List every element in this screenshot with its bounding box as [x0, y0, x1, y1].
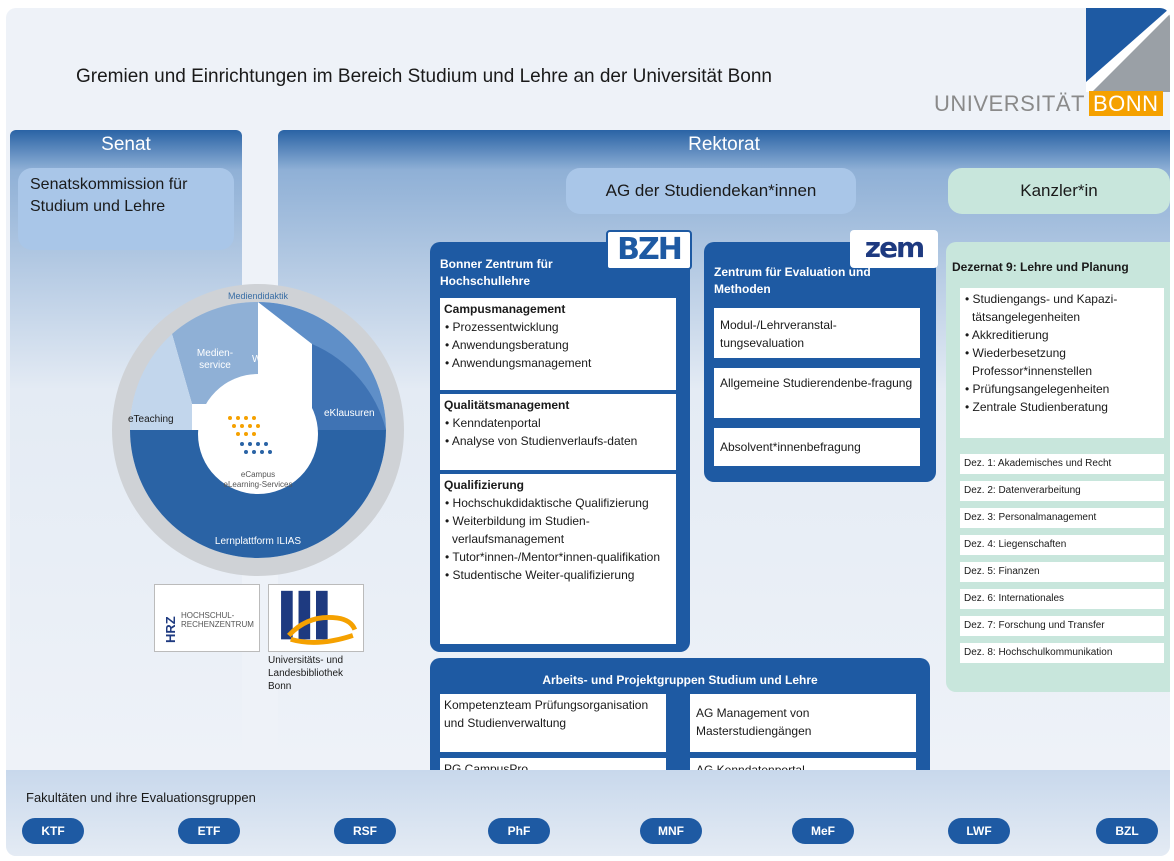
page-title: Gremien und Einrichtungen im Bereich Stu… — [76, 66, 772, 87]
faculty-pill-bzl: BZL — [1096, 818, 1158, 844]
dezernat-item: Dez. 7: Forschung und Transfer — [960, 616, 1164, 636]
ulb-label: Universitäts- und Landesbibliothek Bonn — [268, 655, 344, 692]
zem-item-modulevaluation: Modul-/Lehrveranstal-tungsevaluation — [714, 308, 920, 358]
dezernat-item: Dez. 1: Akademisches und Recht — [960, 454, 1164, 474]
ulb-logo — [268, 584, 364, 652]
dezernate-list: Dez. 1: Akademisches und Recht Dez. 2: D… — [960, 454, 1164, 663]
zem-title: Zentrum für Evaluation und Methoden — [714, 265, 871, 296]
faculty-pill-mnf: MNF — [640, 818, 702, 844]
dezernat-item: Dez. 3: Personalmanagement — [960, 508, 1164, 528]
faculty-pill-etf: ETF — [178, 818, 240, 844]
mediendidaktik-label: Mediendidaktik — [227, 291, 289, 301]
hrz-logo: HRZ HOCHSCHUL- RECHENZENTRUM — [154, 584, 260, 652]
segment-medienservice: Medien-service — [196, 348, 234, 371]
kanzler-box: Kanzler*in — [948, 168, 1170, 214]
segment-eklausuren: eKlausuren — [324, 408, 375, 419]
ag-item-kompetenzteam: Kompetenzteam Prüfungsorganisation und S… — [440, 694, 666, 752]
dezernat-item: Dez. 6: Internationales — [960, 589, 1164, 609]
faculty-pill-lwf: LWF — [948, 818, 1010, 844]
zem-item-studierendenbefragung: Allgemeine Studierendenbe-fragung — [714, 368, 920, 418]
university-logo-mark — [1086, 8, 1170, 92]
ecampus-dots-icon — [228, 416, 272, 454]
ilias-label: Lernplattform ILIAS — [214, 536, 302, 547]
senat-header: Senat — [101, 134, 151, 155]
faculty-pill-rsf: RSF — [334, 818, 396, 844]
bzh-section-campusmanagement: Campusmanagement • Prozessentwicklung • … — [440, 298, 676, 390]
dezernat-item: Dez. 2: Datenverarbeitung — [960, 481, 1164, 501]
bzh-title: Bonner Zentrum für Hochschullehre — [440, 257, 553, 288]
dezernat9-items: • Studiengangs- und Kapazi-tätsangelegen… — [960, 288, 1164, 438]
ecampus-center-label: eCampus eLearning-Services — [223, 470, 293, 489]
faculty-pill-ktf: KTF — [22, 818, 84, 844]
bzh-section-qualitaetsmanagement: Qualitätsmanagement • Kenndatenportal • … — [440, 394, 676, 470]
rektorat-header: Rektorat — [688, 134, 760, 155]
dezernat-item: Dez. 5: Finanzen — [960, 562, 1164, 582]
dezernat-item: Dez. 4: Liegenschaften — [960, 535, 1164, 555]
segment-webcast: Webcast — [252, 354, 291, 365]
dezernat-item: Dez. 8: Hochschulkommunikation — [960, 643, 1164, 663]
zem-item-absolventenbefragung: Absolvent*innenbefragung — [714, 428, 920, 466]
zem-badge: zem — [850, 230, 938, 268]
ecampus-circle — [112, 284, 404, 576]
faculty-pill-mef: MeF — [792, 818, 854, 844]
bzh-badge: BZH — [606, 230, 692, 270]
senatskommission-box: Senatskommission für Studium und Lehre — [18, 168, 234, 250]
bzh-section-qualifizierung: Qualifizierung • Hochschukdidaktische Qu… — [440, 474, 676, 644]
segment-eteaching: eTeaching — [128, 414, 174, 425]
ag-item-masterstudiengaenge: AG Management von Masterstudiengängen — [690, 694, 916, 752]
diagram-frame: Gremien und Einrichtungen im Bereich Stu… — [6, 8, 1170, 856]
fakultaeten-label: Fakultäten und ihre Evaluationsgruppen — [26, 790, 256, 805]
faculty-pill-phf: PhF — [488, 818, 550, 844]
dezernat9-title: Dezernat 9: Lehre und Planung — [952, 260, 1129, 274]
arbeitsgruppen-title: Arbeits- und Projektgruppen Studium und … — [542, 673, 818, 687]
ag-studiendekane-box: AG der Studiendekan*innen — [566, 168, 856, 214]
